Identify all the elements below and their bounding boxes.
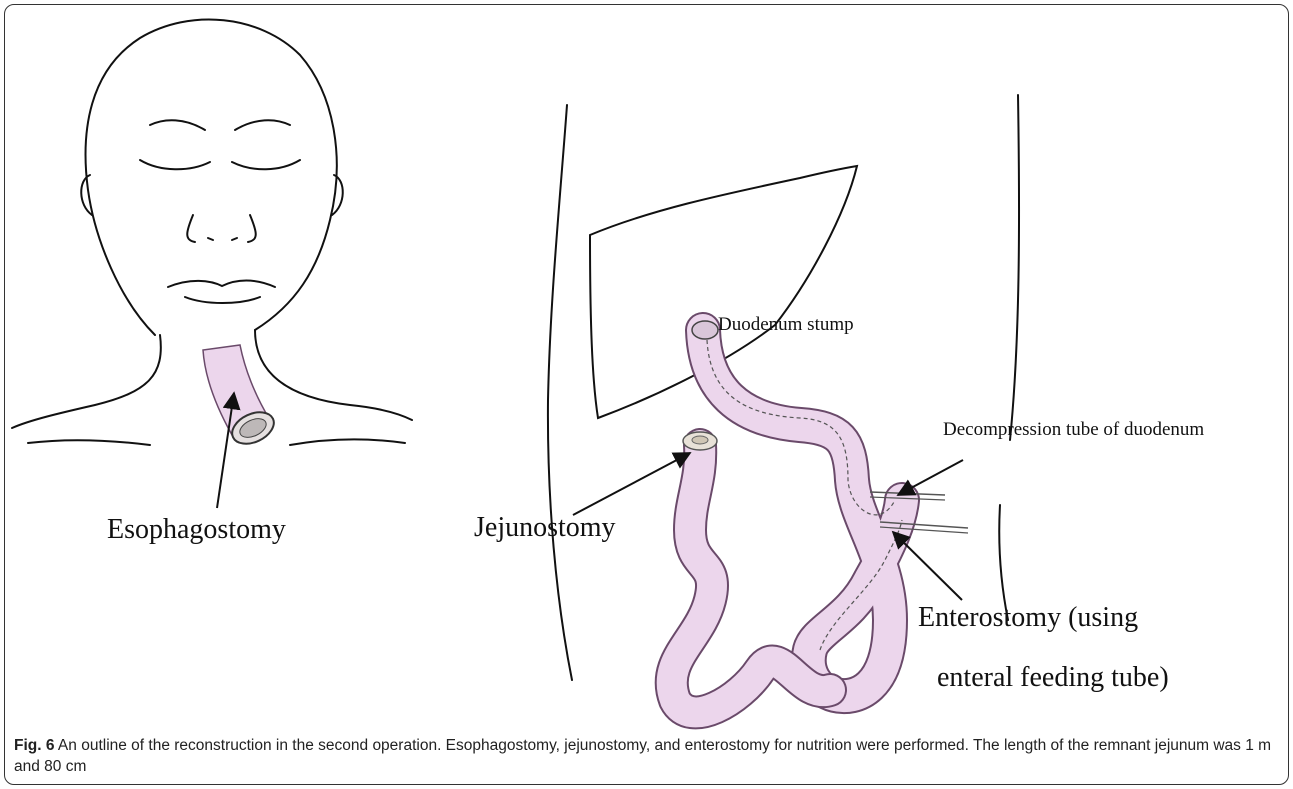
esophagostomy-label: Esophagostomy <box>107 514 286 546</box>
torso-outline <box>548 95 1019 680</box>
intestine <box>672 321 968 712</box>
figure-number: Fig. 6 <box>14 737 54 754</box>
jejunostomy-label: Jejunostomy <box>474 512 616 544</box>
duodenum-stump-label: Duodenum stump <box>718 314 854 336</box>
head-drawing <box>81 19 343 335</box>
enterostomy-label-line2: enteral feeding tube) <box>937 662 1169 694</box>
esophagus-stoma <box>203 345 279 450</box>
decompression-tube-label: Decompression tube of duodenum <box>943 419 1204 441</box>
decompression-arrow <box>898 460 963 495</box>
jejunostomy-arrow <box>573 453 690 515</box>
figure-caption: Fig. 6 An outline of the reconstruction … <box>14 735 1279 777</box>
caption-text: An outline of the reconstruction in the … <box>14 737 1271 775</box>
enterostomy-label-line1: Enterostomy (using <box>918 602 1138 634</box>
